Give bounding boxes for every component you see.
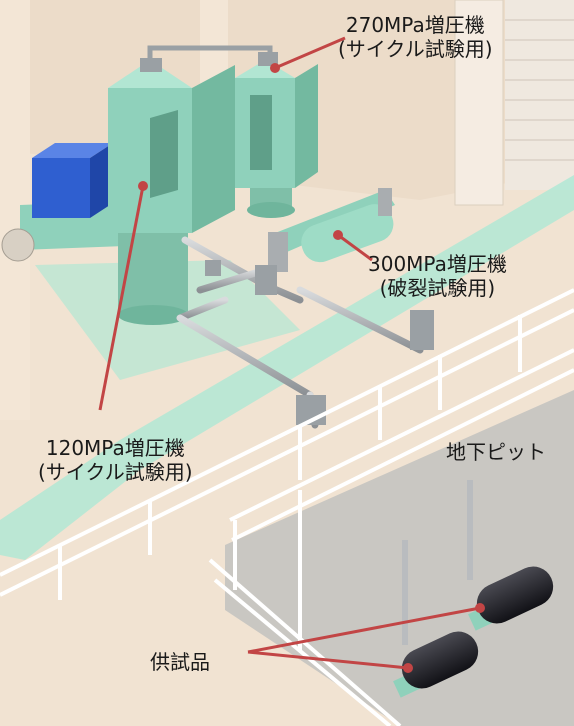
booster-120-note: (サイクル試験用): [38, 460, 193, 484]
top-pipe: [147, 45, 273, 60]
leader-line-specimen-lower: [247, 650, 409, 670]
booster-270-note: (サイクル試験用): [338, 37, 493, 61]
booster-270-machine: [235, 52, 318, 218]
safety-railing: [0, 288, 574, 726]
leader-line-270: [274, 36, 346, 70]
underground-pit-name: 地下ピット: [446, 440, 546, 464]
test-specimen-name: 供試品: [150, 650, 210, 674]
underground-pit: [225, 390, 574, 726]
booster-120-machine: [108, 58, 235, 325]
leader-line-120: [98, 185, 145, 411]
valve-assemblies: [205, 260, 434, 425]
shutter-door: [505, 0, 574, 190]
leader-lines: [98, 36, 481, 670]
booster-270-name: 270MPa増圧機: [345, 13, 485, 37]
floor-stripe-walkway: [0, 175, 574, 560]
booster-120-name: 120MPa増圧機: [45, 436, 185, 460]
booster-300-machine: [268, 188, 395, 272]
label-booster-300: 300MPa増圧機 (破裂試験用): [368, 252, 507, 300]
test-specimen-lower: [393, 540, 479, 698]
test-specimen-upper: [467, 480, 554, 631]
leader-dots: [138, 63, 485, 673]
wall-pillar: [454, 0, 504, 206]
blue-tank: [1, 143, 150, 262]
leader-line-specimen-upper: [247, 606, 481, 654]
label-booster-270: 270MPa増圧機 (サイクル試験用): [338, 13, 493, 61]
booster-300-note: (破裂試験用): [379, 276, 496, 300]
booster-300-name: 300MPa増圧機: [368, 252, 507, 276]
label-underground-pit: 地下ピット: [446, 440, 546, 464]
label-test-specimen: 供試品: [150, 650, 210, 674]
label-booster-120: 120MPa増圧機 (サイクル試験用): [38, 436, 193, 484]
leader-line-300: [337, 233, 373, 262]
